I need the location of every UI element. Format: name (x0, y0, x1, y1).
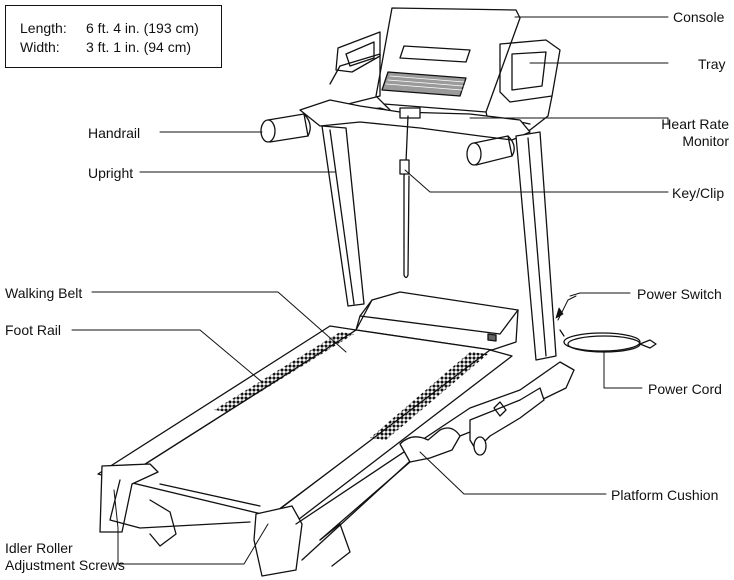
length-value: 6 ft. 4 in. (193 cm) (86, 20, 199, 36)
power-cord-label: Power Cord (648, 381, 722, 397)
platform-cushion-drawing (319, 387, 545, 541)
dimensions-box: Length: 6 ft. 4 in. (193 cm) Width: 3 ft. … (5, 5, 222, 68)
idler-roller-label-line2: Adjustment Screws (5, 557, 125, 573)
platform-cushion-label: Platform Cushion (611, 487, 719, 503)
foot-rail-label: Foot Rail (5, 322, 62, 338)
console-label: Console (673, 9, 725, 25)
walking-belt-label: Walking Belt (5, 285, 83, 301)
key-clip-label: Key/Clip (672, 185, 725, 201)
upright-label: Upright (88, 165, 134, 181)
handrail-label: Handrail (88, 125, 141, 141)
handrail-drawing (260, 99, 531, 166)
width-label: Width: (20, 39, 60, 55)
upright-drawing (321, 125, 557, 361)
length-label: Length: (20, 20, 67, 36)
console-drawing (375, 7, 521, 121)
power-switch-label: Power Switch (637, 286, 722, 302)
idler-roller-label-line1: Idler Roller (5, 540, 73, 556)
walking-belt-drawing (97, 325, 575, 577)
heart-rate-label-line2: Monitor (682, 133, 729, 149)
heart-rate-label-line1: Heart Rate (661, 116, 729, 132)
key-clip-drawing (399, 115, 410, 279)
width-value: 3 ft. 1 in. (94 cm) (86, 39, 192, 55)
leader-lines (71, 16, 669, 565)
foot-rail-drawing (214, 332, 488, 440)
tray-label: Tray (698, 56, 726, 72)
length-row: Length: 6 ft. 4 in. (193 cm) (20, 20, 199, 36)
width-row: Width: 3 ft. 1 in. (94 cm) (20, 39, 191, 55)
power-cord-drawing (559, 329, 657, 353)
